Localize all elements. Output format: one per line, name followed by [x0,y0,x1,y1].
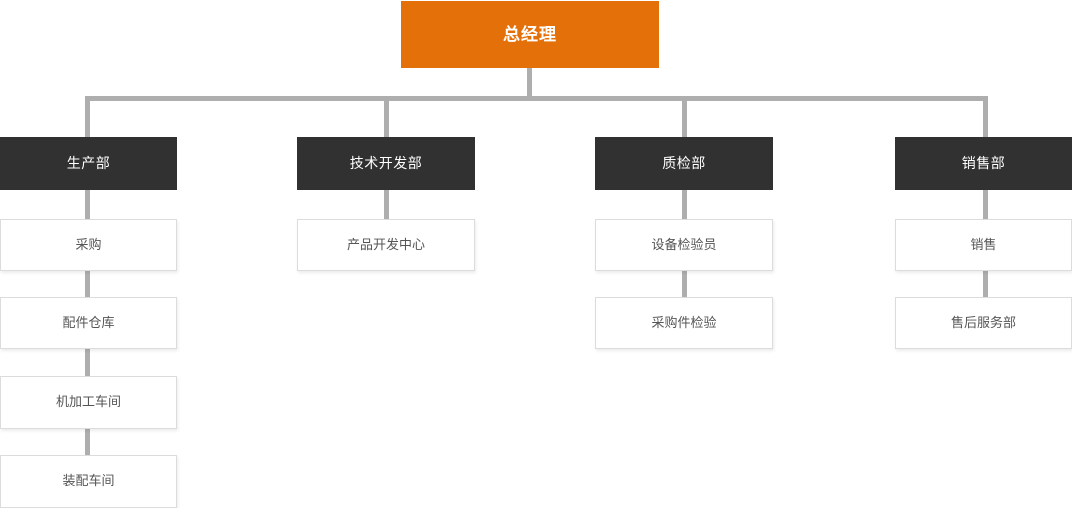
org-node-sub-1-1-label: 采购 [75,236,102,252]
connector-dept-1-child-2 [85,271,90,298]
org-node-dept-3[interactable]: 质检部 [595,137,773,190]
org-node-dept-1-label: 生产部 [66,154,111,171]
connector-horizontal-bus [85,96,988,101]
connector-dept-4-child-2 [983,271,988,298]
org-node-dept-1[interactable]: 生产部 [0,137,177,190]
org-node-dept-2-label: 技术开发部 [349,154,423,171]
org-node-sub-4-1-label: 销售 [970,236,997,252]
org-node-sub-3-1-label: 设备检验员 [651,236,717,252]
org-node-sub-3-2-label: 采购件检验 [651,314,717,330]
org-node-sub-1-4[interactable]: 装配车间 [0,455,177,508]
org-node-sub-1-1[interactable]: 采购 [0,219,177,271]
connector-dept-2-drop [384,96,389,138]
org-node-sub-3-2[interactable]: 采购件检验 [595,297,773,349]
org-node-sub-1-4-label: 装配车间 [62,473,115,489]
org-node-sub-1-3-label: 机加工车间 [55,394,121,410]
org-node-sub-2-1[interactable]: 产品开发中心 [297,219,475,271]
connector-root-stem [527,68,532,100]
org-node-sub-2-1-label: 产品开发中心 [346,236,425,252]
org-node-sub-4-2[interactable]: 售后服务部 [895,297,1072,349]
org-node-dept-3-label: 质检部 [662,154,706,171]
connector-dept-4-child-1 [983,190,988,220]
org-node-sub-4-1[interactable]: 销售 [895,219,1072,271]
org-node-root-label: 总经理 [503,24,557,44]
connector-dept-1-child-3 [85,349,90,377]
org-node-sub-3-1[interactable]: 设备检验员 [595,219,773,271]
connector-dept-1-child-4 [85,429,90,457]
org-node-dept-4-label: 销售部 [961,154,1006,171]
connector-dept-2-child-1 [384,190,389,220]
org-node-sub-4-2-label: 售后服务部 [950,314,1016,330]
org-node-sub-1-2-label: 配件仓库 [62,314,115,330]
org-node-dept-2[interactable]: 技术开发部 [297,137,475,190]
org-node-root[interactable]: 总经理 [401,1,659,68]
connector-dept-4-drop [983,96,988,138]
connector-dept-3-child-1 [682,190,687,220]
connector-dept-1-drop [85,96,90,138]
org-node-sub-1-2[interactable]: 配件仓库 [0,297,177,349]
connector-dept-3-child-2 [682,271,687,298]
org-node-dept-4[interactable]: 销售部 [895,137,1072,190]
connector-dept-3-drop [682,96,687,138]
org-node-sub-1-3[interactable]: 机加工车间 [0,376,177,429]
connector-dept-1-child-1 [85,190,90,220]
